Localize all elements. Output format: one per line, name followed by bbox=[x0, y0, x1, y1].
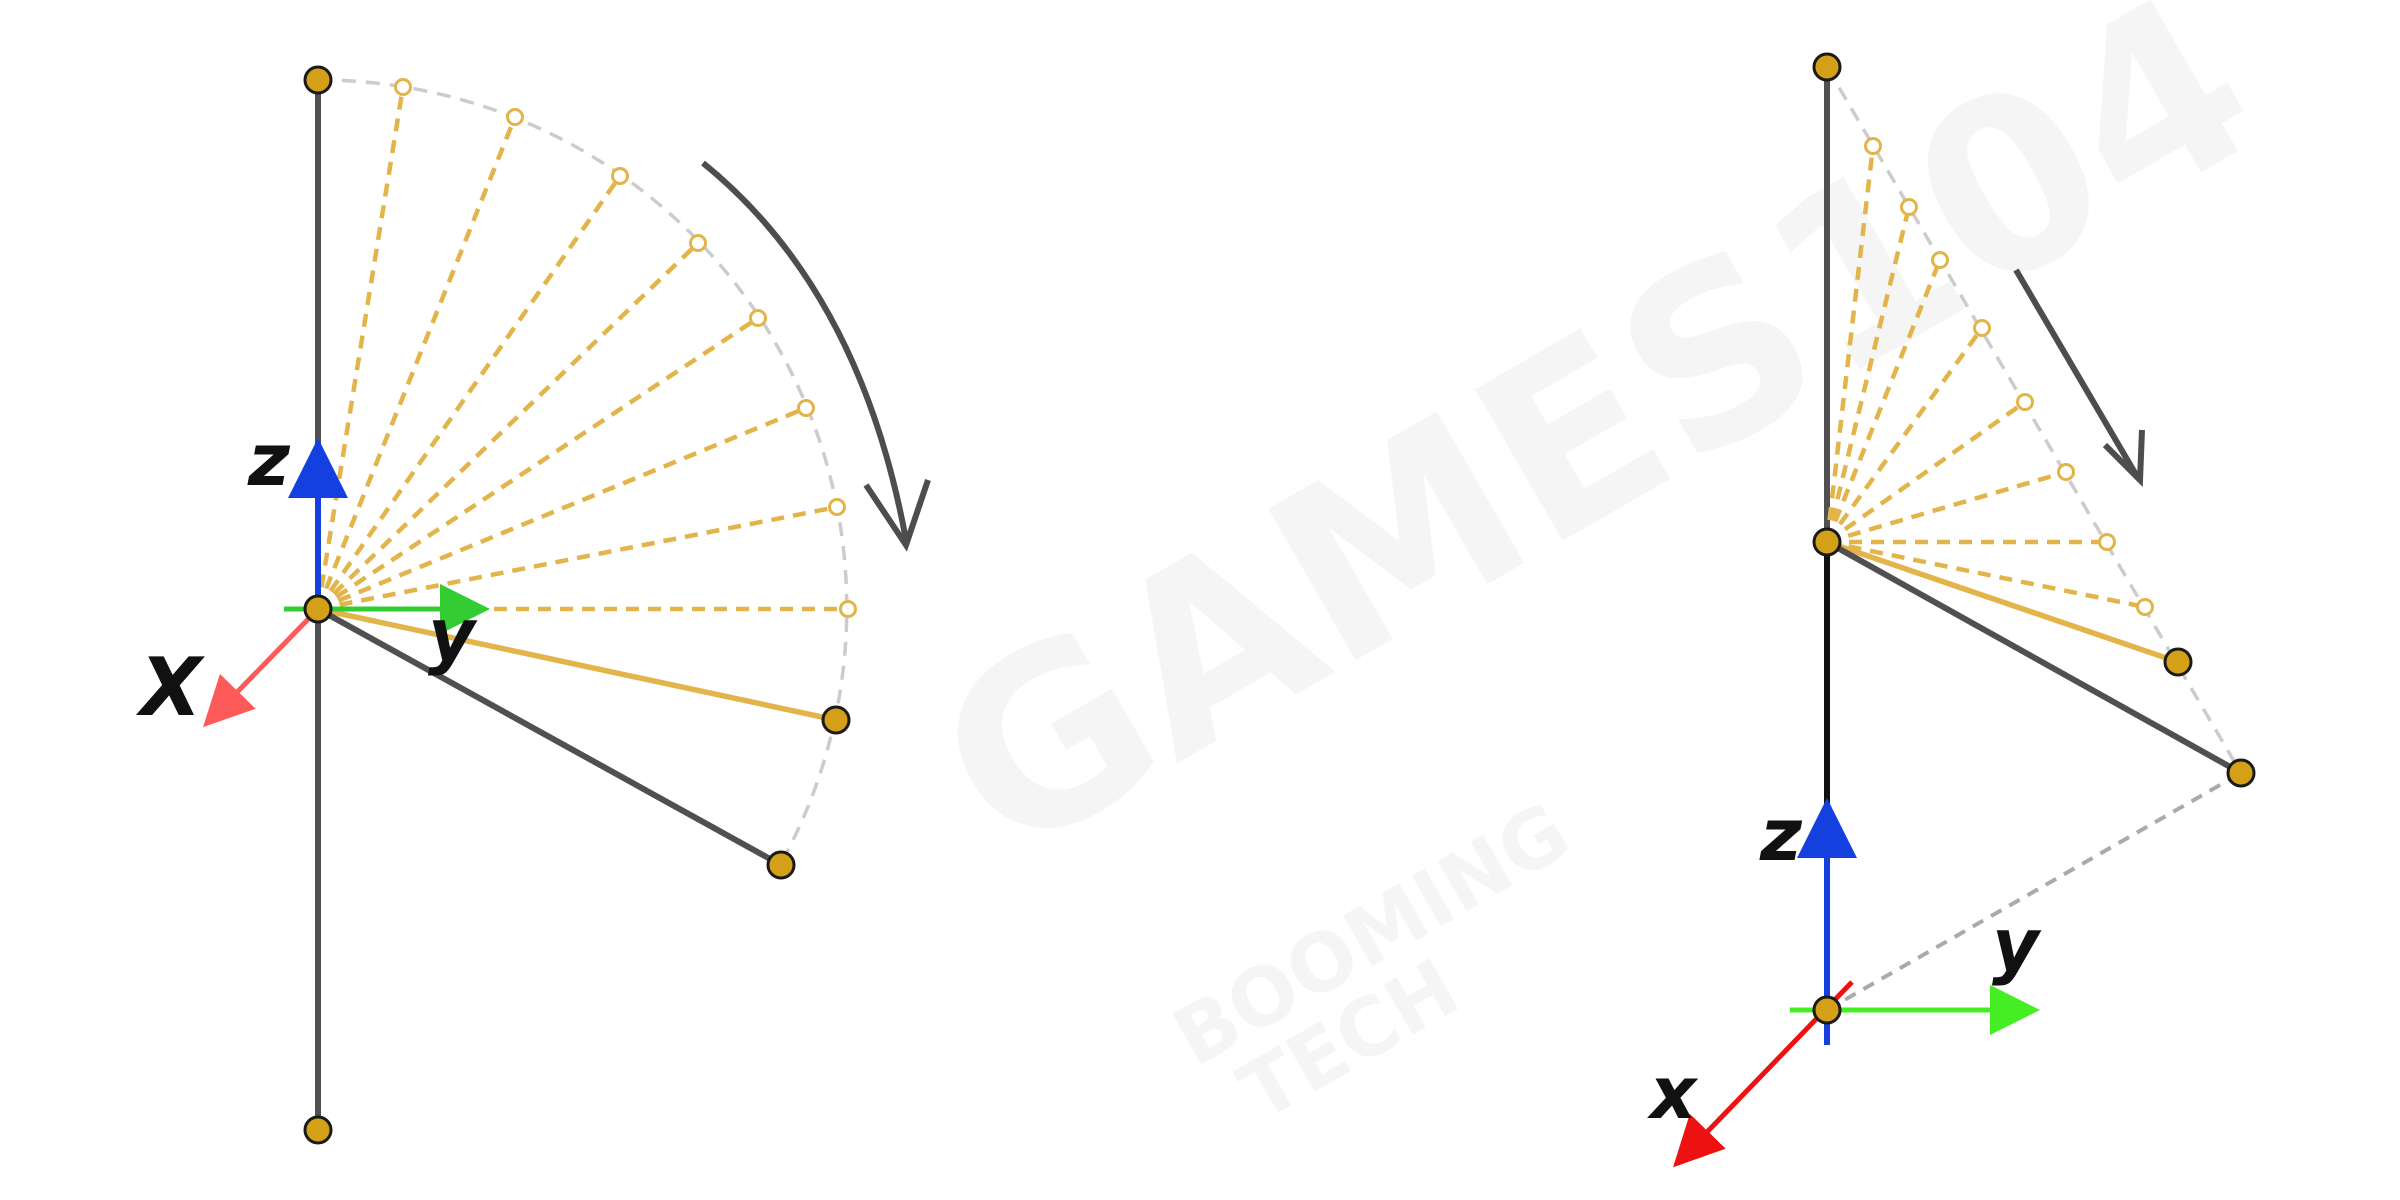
left-interpolated-marker bbox=[689, 234, 707, 252]
left-y-label: y bbox=[428, 593, 478, 677]
right-target-bone bbox=[1825, 539, 2243, 776]
left-joint bbox=[766, 850, 796, 880]
left-interpolated-spoke bbox=[315, 116, 518, 610]
left-interpolated-marker bbox=[797, 399, 815, 417]
left-joint bbox=[303, 1115, 333, 1145]
watermark: GAMES104 BOOMING TECH bbox=[894, 0, 2298, 1139]
left-joint bbox=[821, 705, 851, 735]
right-rotation-arrowhead bbox=[2102, 429, 2145, 487]
left-interpolated-spoke bbox=[315, 86, 406, 610]
right-joint bbox=[1812, 52, 1842, 82]
right-rotation-arrow bbox=[2013, 268, 2141, 480]
right-interpolated-spoke bbox=[1826, 469, 2067, 545]
right-x-label: x bbox=[1647, 1051, 1699, 1135]
right-interpolated-marker bbox=[1931, 251, 1949, 269]
right-interpolated-spoke bbox=[1826, 539, 2146, 610]
right-y-label: y bbox=[1992, 903, 2042, 987]
left-interpolated-marker bbox=[839, 600, 857, 618]
left-arc-guide bbox=[317, 78, 849, 866]
left-current-bone bbox=[317, 606, 837, 723]
left-joint bbox=[303, 65, 333, 95]
left-x-axis bbox=[203, 607, 320, 728]
right-interpolated-marker bbox=[2057, 463, 2075, 481]
left-interpolated-spoke bbox=[317, 504, 838, 612]
right-interpolated-spokes bbox=[1824, 145, 2146, 610]
right-z-label: z bbox=[1759, 793, 1803, 877]
right-interpolated-marker bbox=[1864, 137, 1882, 155]
watermark-course-code: GAMES104 bbox=[894, 0, 2298, 912]
right-joints bbox=[1812, 52, 2256, 1025]
right-interpolated-spoke bbox=[1824, 206, 1912, 543]
right-interpolated-marker bbox=[2098, 533, 2116, 551]
right-diagram-linear-interpolation: z y x bbox=[1647, 52, 2256, 1168]
left-rotation-arrowhead bbox=[863, 479, 931, 552]
left-diagram-rotation-interpolation: z y X bbox=[135, 65, 931, 1145]
left-interpolated-spokes bbox=[315, 86, 848, 612]
left-joint bbox=[303, 594, 333, 624]
right-joint bbox=[2226, 758, 2256, 788]
left-interpolated-spoke bbox=[316, 174, 622, 611]
right-projection-guide bbox=[1826, 771, 2242, 1012]
right-interpolated-spoke bbox=[1824, 145, 1876, 543]
right-joint bbox=[2163, 647, 2193, 677]
left-interpolated-marker bbox=[506, 108, 524, 126]
right-current-bone bbox=[1826, 539, 2179, 665]
right-joint bbox=[1812, 527, 1842, 557]
left-rotation-arrow bbox=[701, 160, 909, 541]
right-interpolated-marker bbox=[1900, 198, 1918, 216]
left-interpolated-marker bbox=[394, 78, 412, 96]
right-interpolated-spoke bbox=[1825, 326, 1984, 544]
left-target-bone bbox=[316, 606, 783, 868]
right-interpolated-marker bbox=[1973, 319, 1991, 337]
left-interpolated-marker bbox=[828, 498, 846, 516]
right-interpolated-spoke bbox=[1825, 400, 2027, 544]
left-interpolated-marker bbox=[611, 167, 629, 185]
left-interpolated-marker bbox=[749, 309, 767, 327]
right-interpolated-marker bbox=[2136, 598, 2154, 616]
left-x-label: X bbox=[135, 641, 205, 734]
left-interpolated-spoke bbox=[317, 405, 807, 612]
left-z-label: z bbox=[247, 418, 291, 502]
right-interpolated-marker bbox=[2016, 393, 2034, 411]
right-interpolated-spoke bbox=[1824, 259, 1943, 543]
right-joint bbox=[1812, 995, 1842, 1025]
left-interpolated-spoke bbox=[316, 241, 700, 611]
left-joints bbox=[303, 65, 857, 1145]
